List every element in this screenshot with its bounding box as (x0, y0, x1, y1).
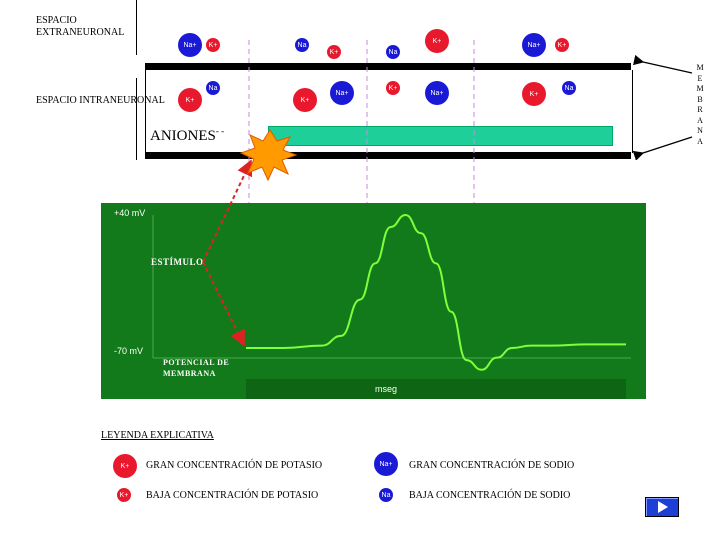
stimulus-arrow-down (203, 262, 243, 343)
stimulus-arrow-up (203, 163, 250, 262)
legend-sodium-high-label: GRAN CONCENTRACIÓN DE SODIO (409, 460, 574, 472)
play-icon (646, 498, 678, 516)
legend-title: LEYENDA EXPLICATIVA (101, 430, 214, 441)
play-button[interactable] (645, 497, 679, 517)
legend-sodium-high-icon: Na+ (374, 452, 398, 476)
legend-potassium-high-label: GRAN CONCENTRACIÓN DE POTASIO (146, 460, 322, 472)
legend-potassium-low-label: BAJA CONCENTRACIÓN DE POTASIO (146, 490, 318, 502)
legend-potassium-low-icon: K+ (117, 488, 131, 502)
legend-sodium-low-label: BAJA CONCENTRACIÓN DE SODIO (409, 490, 570, 502)
legend-potassium-high-icon: K+ (113, 454, 137, 478)
legend-sodium-low-icon: Na (379, 488, 393, 502)
explosion-icon (241, 130, 296, 180)
